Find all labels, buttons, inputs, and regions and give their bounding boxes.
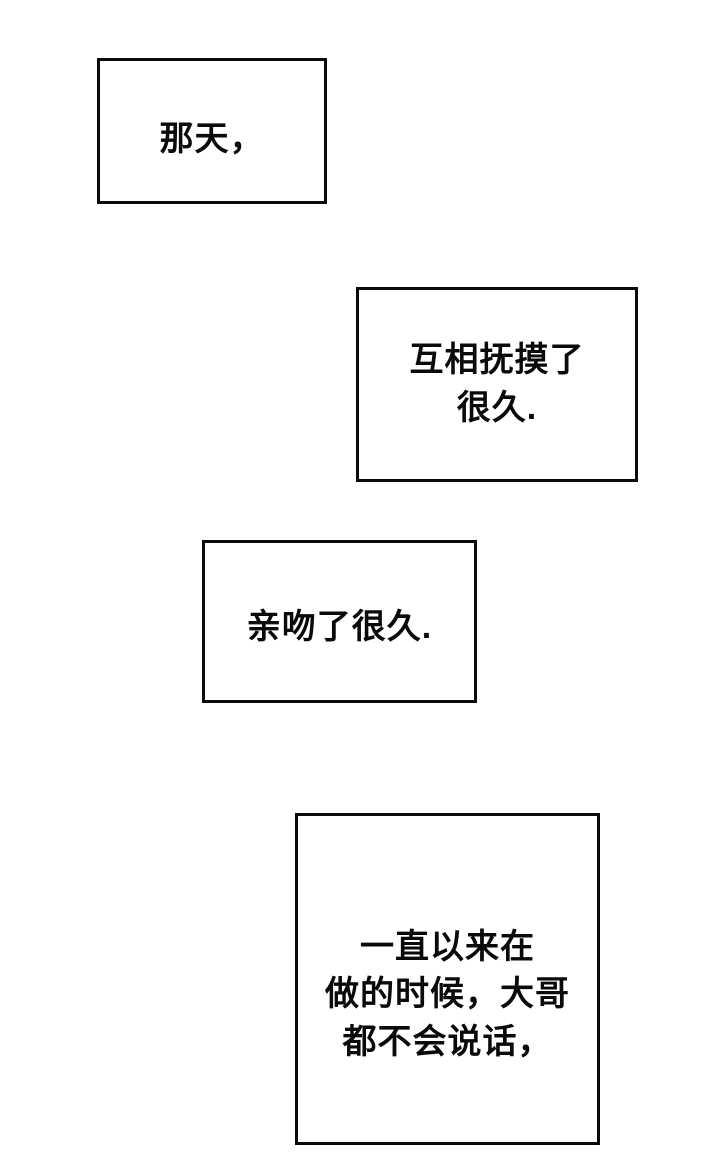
- narration-panel-3: 亲吻了很久.: [202, 540, 477, 703]
- narration-text-4: 一直以来在 做的时候，大哥 都不会说话，: [325, 927, 570, 1061]
- narration-text-2: 互相抚摸了 很久.: [409, 340, 585, 427]
- narration-panel-1: 那天，: [97, 58, 327, 204]
- narration-text-1: 那天，: [159, 120, 265, 159]
- narration-panel-4: 一直以来在 做的时候，大哥 都不会说话，: [295, 813, 600, 1145]
- narration-panel-2: 互相抚摸了 很久.: [356, 287, 638, 482]
- narration-text-3: 亲吻了很久.: [246, 607, 433, 646]
